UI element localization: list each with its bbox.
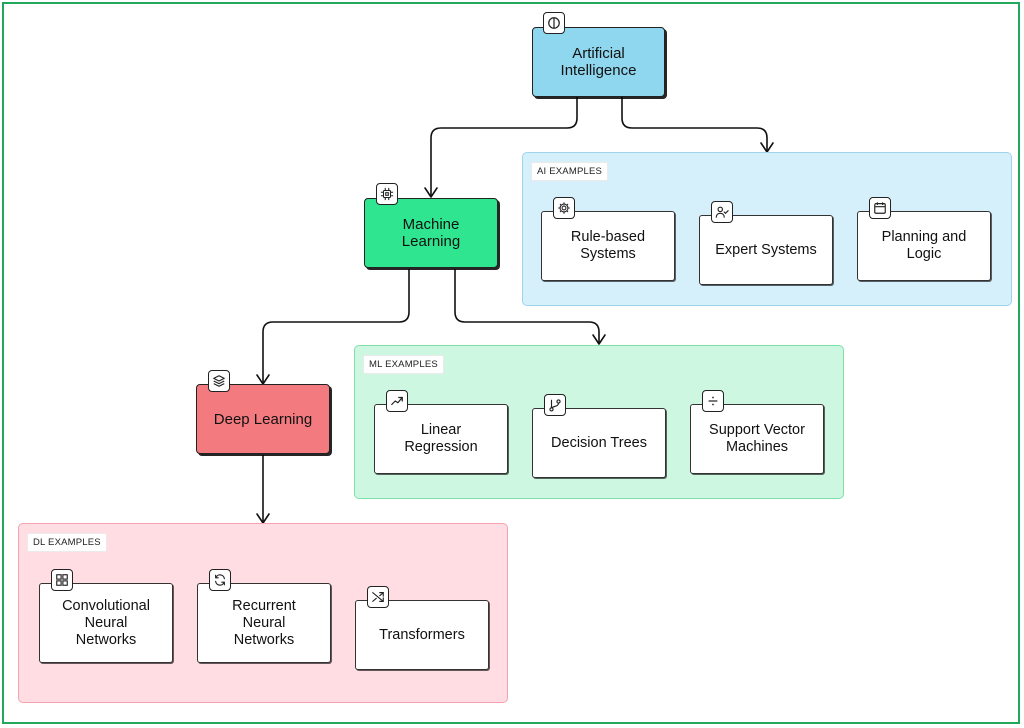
group-tag-ml-examples: ML EXAMPLES xyxy=(363,355,444,374)
arrowhead-ml xyxy=(424,187,438,198)
card-expert-systems[interactable]: Expert Systems xyxy=(699,215,833,285)
arrowhead-ml-examples xyxy=(592,334,606,345)
edge-ai-to-ml xyxy=(430,97,578,196)
layers-icon xyxy=(208,370,230,392)
card-label: Transformers xyxy=(379,626,465,643)
node-label: Machine Learning xyxy=(401,216,461,250)
grid-icon xyxy=(51,569,73,591)
divide-icon xyxy=(702,390,724,412)
shuffle-icon xyxy=(367,586,389,608)
card-decision-trees[interactable]: Decision Trees xyxy=(532,408,666,478)
cpu-icon xyxy=(376,183,398,205)
calendar-icon xyxy=(869,197,891,219)
card-rule-based-systems[interactable]: Rule-based Systems xyxy=(541,211,675,281)
card-label: Recurrent Neural Networks xyxy=(232,597,296,648)
trending-up-icon xyxy=(386,390,408,412)
card-transformers[interactable]: Transformers xyxy=(355,600,489,670)
node-label: Artificial Intelligence xyxy=(560,45,637,79)
node-artificial-intelligence[interactable]: Artificial Intelligence xyxy=(532,27,665,97)
brain-icon xyxy=(543,12,565,34)
edge-ml-to-dl xyxy=(262,269,410,384)
group-tag-dl-examples: DL EXAMPLES xyxy=(27,533,107,552)
card-planning-and-logic[interactable]: Planning and Logic xyxy=(857,211,991,281)
card-convolutional-neural-networks[interactable]: Convolutional Neural Networks xyxy=(39,583,173,663)
card-recurrent-neural-networks[interactable]: Recurrent Neural Networks xyxy=(197,583,331,663)
gear-icon xyxy=(553,197,575,219)
card-label: Decision Trees xyxy=(551,434,647,451)
node-machine-learning[interactable]: Machine Learning xyxy=(364,198,498,268)
card-support-vector-machines[interactable]: Support Vector Machines xyxy=(690,404,824,474)
card-linear-regression[interactable]: Linear Regression xyxy=(374,404,508,474)
node-label: Deep Learning xyxy=(213,410,313,428)
card-label: Planning and Logic xyxy=(881,229,967,262)
card-label: Support Vector Machines xyxy=(709,422,805,455)
refresh-icon xyxy=(209,569,231,591)
git-branch-icon xyxy=(544,394,566,416)
card-label: Linear Regression xyxy=(404,422,478,455)
group-tag-ai-examples: AI EXAMPLES xyxy=(531,162,609,181)
card-label: Expert Systems xyxy=(715,241,817,258)
card-label: Rule-based Systems xyxy=(570,229,646,262)
node-deep-learning[interactable]: Deep Learning xyxy=(196,384,330,454)
user-check-icon xyxy=(711,201,733,223)
card-label: Convolutional Neural Networks xyxy=(62,597,150,648)
edge-ai-to-ai-examples xyxy=(621,97,768,152)
edge-ml-to-ml-examples xyxy=(454,269,600,344)
